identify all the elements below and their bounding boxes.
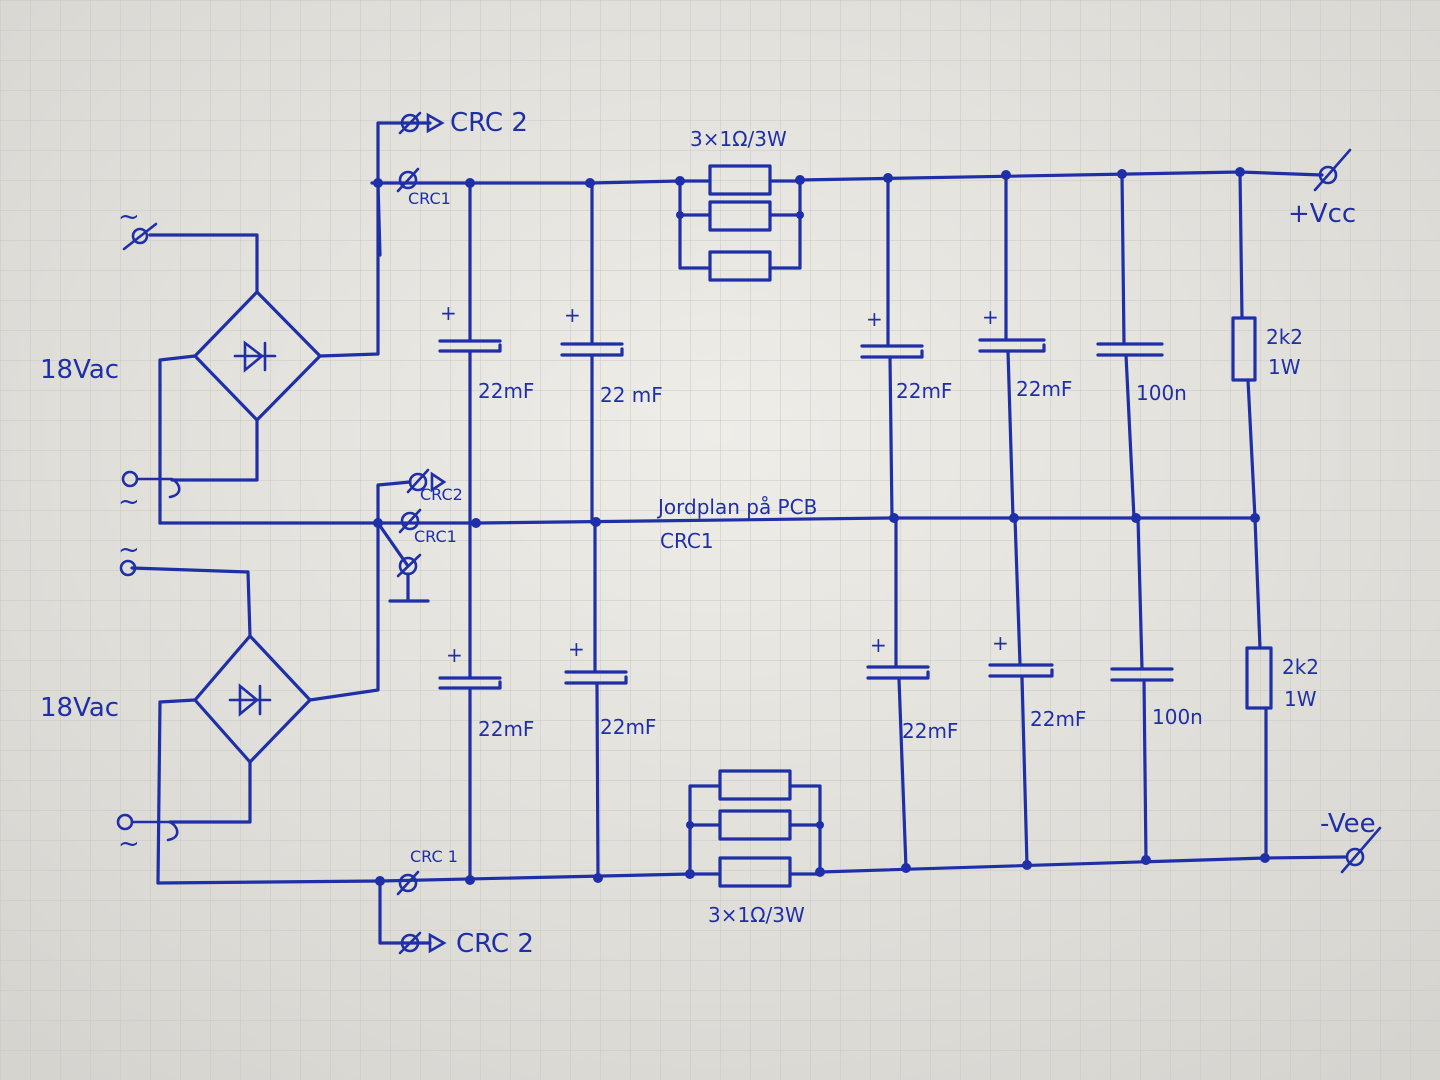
resistor-column-2k2	[1231, 170, 1273, 860]
capacitor-column-2	[560, 181, 628, 880]
capacitor-column-5	[1096, 172, 1174, 862]
label-cap-7: 22mF	[600, 715, 656, 739]
label-cap-10: 100n	[1152, 705, 1203, 729]
label-cap-5: 100n	[1136, 381, 1187, 405]
bridge-rectifier-top	[148, 181, 380, 525]
crc-terminals-bottom	[378, 870, 447, 955]
label-tilde-2: ~	[118, 487, 140, 517]
label-18vac-top: 18Vac	[40, 355, 119, 385]
label-res-2k2-bottom-l1: 2k2	[1282, 655, 1319, 679]
label-crc1-bottom: CRC 1	[410, 847, 458, 866]
ac-input-top	[121, 222, 181, 499]
capacitor-column-1	[438, 181, 502, 883]
label-plus-5: +	[446, 643, 463, 667]
label-plus-8: +	[992, 631, 1009, 655]
ac-input-bottom	[116, 559, 179, 842]
label-plus-7: +	[870, 633, 887, 657]
label-resistor-bank-top: 3×1Ω/3W	[690, 127, 787, 151]
vee-terminal	[1340, 826, 1382, 874]
capacitor-column-4	[978, 173, 1054, 867]
label-cap-1: 22mF	[478, 379, 534, 403]
label-cap-8: 22mF	[902, 719, 958, 743]
label-resistor-bank-bottom: 3×1Ω/3W	[708, 903, 805, 927]
crc-terminals-top	[376, 111, 445, 257]
label-18vac-bottom: 18Vac	[40, 693, 119, 723]
label-crc2-bottom: CRC 2	[456, 929, 534, 959]
ground-rail	[158, 516, 1257, 525]
label-plus-3: +	[866, 307, 883, 331]
label-plus-1: +	[440, 301, 457, 325]
label-cap-3: 22mF	[896, 379, 952, 403]
label-crc2-mid: CRC2	[420, 485, 463, 504]
junction-nodes	[373, 167, 1270, 886]
vcc-terminal	[1313, 148, 1352, 192]
label-res-2k2-top-l2: 1W	[1268, 355, 1301, 379]
label-cap-4: 22mF	[1016, 377, 1072, 401]
label-ground-plane: Jordplan på PCB	[656, 495, 817, 519]
label-crc1-mid: CRC1	[414, 527, 457, 546]
label-vee: -Vee	[1320, 809, 1376, 839]
label-cap-6: 22mF	[478, 717, 534, 741]
label-tilde-4: ~	[118, 829, 140, 859]
label-plus-6: +	[568, 637, 585, 661]
crc-terminals-mid	[376, 468, 447, 603]
label-ground-plane-crc1: CRC1	[660, 529, 714, 553]
label-crc2-top: CRC 2	[450, 108, 528, 138]
label-res-2k2-top-l1: 2k2	[1266, 325, 1303, 349]
resistor-bank-top	[678, 164, 802, 282]
label-res-2k2-bottom-l2: 1W	[1284, 687, 1317, 711]
label-vcc: +Vcc	[1288, 199, 1356, 229]
label-tilde-3: ~	[118, 535, 140, 565]
label-cap-2: 22 mF	[600, 383, 663, 407]
label-tilde-1: ~	[118, 202, 140, 232]
label-plus-4: +	[982, 305, 999, 329]
capacitor-column-3	[860, 176, 930, 870]
label-crc1-top: CRC1	[408, 189, 451, 208]
label-cap-9: 22mF	[1030, 707, 1086, 731]
label-plus-2: +	[564, 303, 581, 327]
